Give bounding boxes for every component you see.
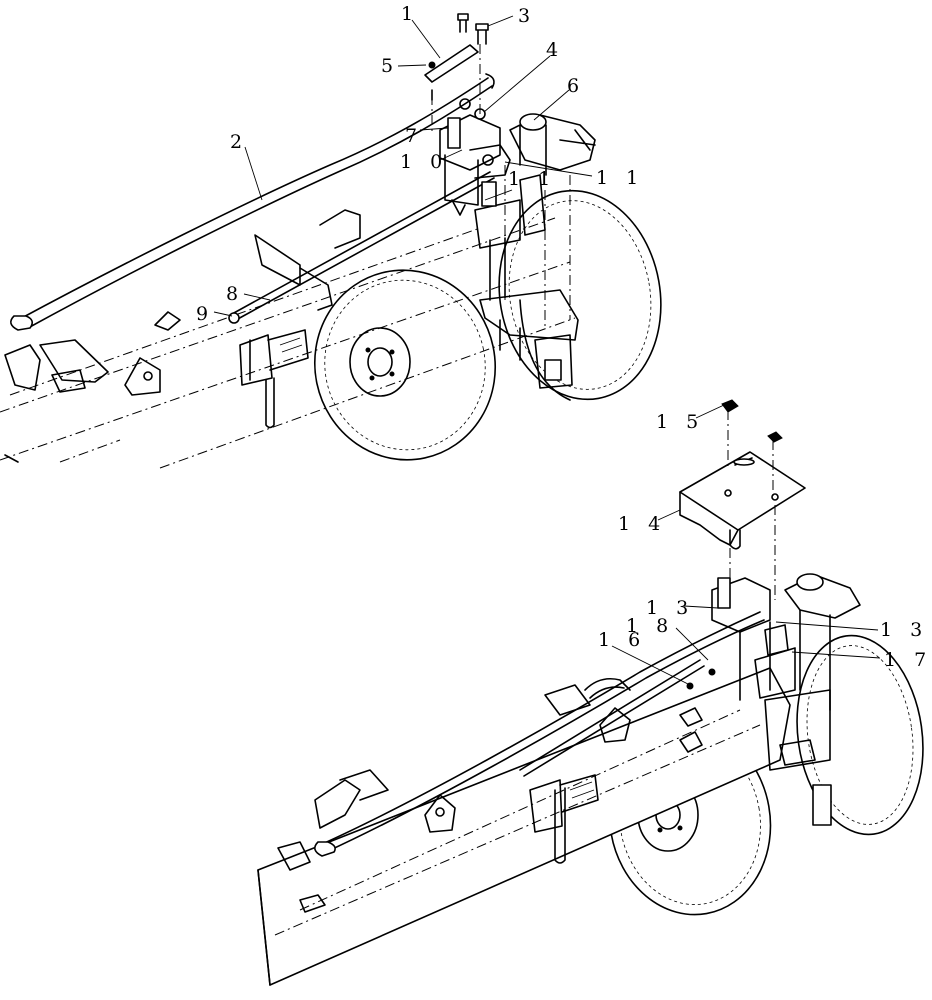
lower-leader-lines: [611, 404, 881, 685]
lower-alignment-lines: [727, 410, 776, 600]
callout-15: 1 5: [656, 411, 704, 433]
callout-9: 9: [196, 303, 214, 325]
upper-axle-mount: [479, 289, 579, 389]
callout-13a: 1 3: [646, 597, 694, 619]
callout-5: 5: [381, 55, 399, 77]
upper-right-wheel: [498, 189, 662, 401]
upper-hardware: [424, 13, 489, 120]
upper-left-wheel: [313, 269, 497, 461]
callout-17: 1 7: [884, 649, 932, 671]
callout-13b: 1 3: [880, 619, 928, 641]
upper-leader-lines: [213, 15, 593, 317]
upper-alignment-lines: [431, 44, 571, 330]
lower-beam-brackets: [277, 684, 703, 871]
callout-10: 1 0: [400, 151, 448, 173]
callout-6: 6: [567, 75, 585, 97]
callout-3: 3: [518, 5, 536, 27]
callout-7: 7: [405, 125, 423, 147]
callout-11a: 1 1: [596, 167, 644, 189]
tube-handle-part-2: [10, 73, 495, 331]
lower-pivot-bracket: [529, 774, 599, 864]
upper-exploded-assembly: [0, 13, 662, 469]
callout-8: 8: [226, 283, 244, 305]
callout-2: 2: [230, 131, 248, 153]
callout-11b: 1 1: [508, 168, 556, 190]
callout-4: 4: [546, 39, 564, 61]
lower-frame-beam: [257, 667, 791, 986]
upper-valve-assembly: [439, 114, 546, 301]
callout-1: 1: [401, 3, 419, 25]
gauge-hitch-part-6: [509, 113, 596, 176]
upper-frame-beam: [0, 209, 576, 469]
callout-labels: 1 3 4 5 6 7 2 1 0 1 1 1 1 8 9 1 5 1 4 1 …: [196, 3, 932, 671]
lower-hardware: [686, 399, 783, 690]
upper-left-brackets: [4, 311, 181, 463]
callout-14: 1 4: [618, 513, 666, 535]
shield-plate-part-14: [679, 451, 806, 550]
lower-assembled-assembly: [257, 399, 924, 986]
lower-valve-assembly: [584, 573, 861, 826]
lower-right-wheel: [796, 634, 924, 836]
callout-18: 1 8: [626, 615, 674, 637]
lower-tube-handle: [314, 611, 765, 857]
pivot-bracket-part-9: [228, 312, 309, 429]
callout-16: 1 6: [598, 629, 646, 651]
